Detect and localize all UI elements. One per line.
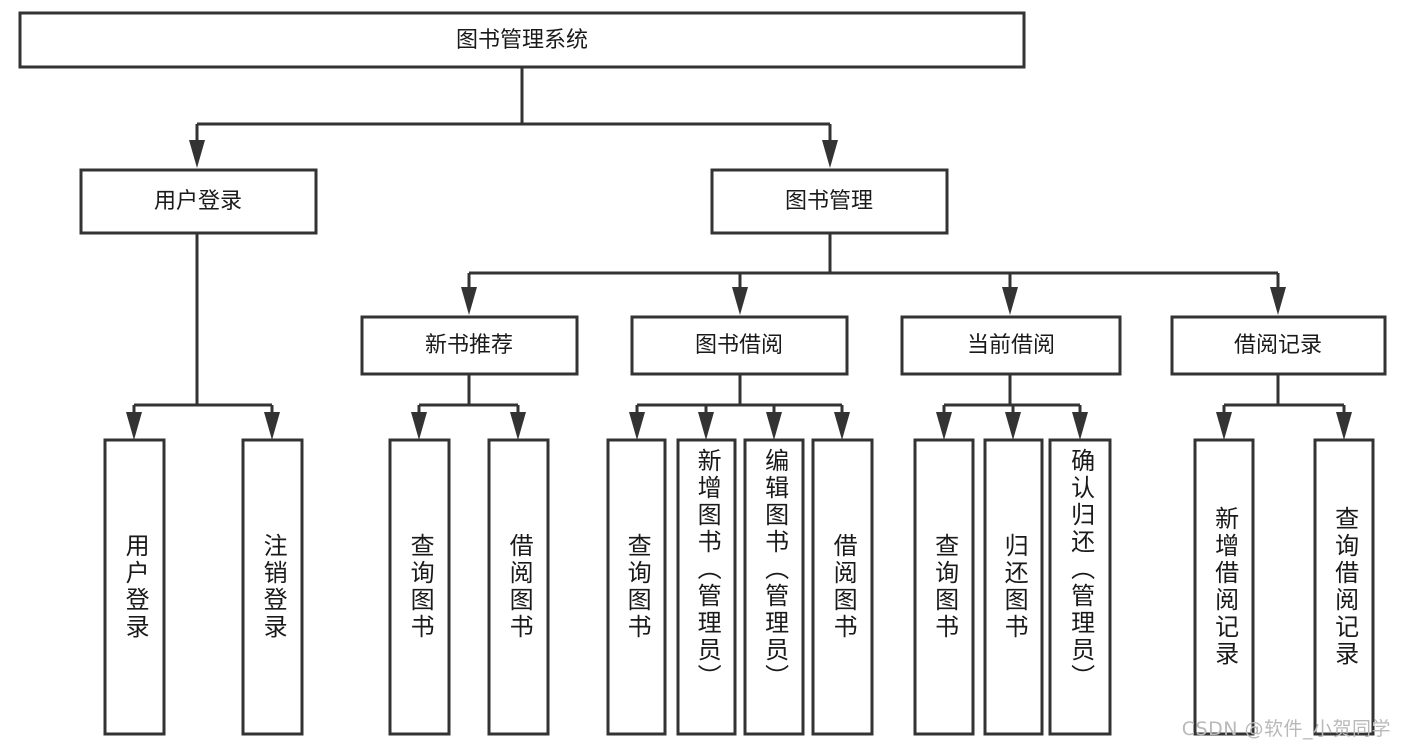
arrow-bb-l2-icon [698, 412, 714, 440]
node-book-manage-box[interactable] [710, 168, 949, 235]
leaf-boxes [103, 438, 1375, 736]
arrow-user-login-l1-icon [126, 412, 142, 440]
leaf-box-borrow-book-2[interactable] [811, 438, 874, 736]
node-root-box[interactable] [18, 11, 1026, 69]
connector-group-current-borrow [936, 374, 1088, 440]
connector-group-book-manage [461, 233, 1286, 315]
node-new-book-rec[interactable]: 新书推荐 [360, 315, 579, 376]
arrow-nbr-l2-icon [510, 412, 526, 440]
node-borrow-record[interactable]: 借阅记录 [1170, 315, 1387, 376]
node-current-borrow[interactable]: 当前借阅 [900, 315, 1122, 376]
leaf-box-add-record[interactable] [1193, 438, 1255, 736]
leaf-box-query-record[interactable] [1313, 438, 1375, 736]
arrow-bm-to-record-icon [1270, 287, 1286, 315]
leaf-box-add-book[interactable] [676, 438, 737, 736]
arrow-cb-l3-icon [1072, 412, 1088, 440]
node-current-borrow-label: 当前借阅 [967, 333, 1055, 358]
node-book-manage[interactable]: 图书管理 [710, 168, 949, 235]
arrow-bm-to-current-icon [1002, 287, 1018, 315]
leaf-box-borrow-book-1[interactable] [487, 438, 550, 736]
leaf-box-user-logout[interactable] [241, 438, 304, 736]
node-root-label: 图书管理系统 [456, 28, 588, 53]
arrow-bm-to-new-book-icon [461, 287, 477, 315]
leaf-box-query-book-3[interactable] [913, 438, 975, 736]
leaf-box-edit-book[interactable] [743, 438, 805, 736]
connector-group-borrow-record [1216, 374, 1352, 440]
arrow-user-login-l2-icon [264, 412, 280, 440]
node-user-login-box[interactable] [79, 168, 318, 235]
leaf-box-query-book-1[interactable] [388, 438, 451, 736]
node-borrow-record-box[interactable] [1170, 315, 1387, 376]
arrow-root-to-book-manage-icon [822, 140, 838, 168]
node-user-login[interactable]: 用户登录 [79, 168, 318, 235]
node-user-login-label: 用户登录 [154, 189, 242, 214]
node-book-borrow-label: 图书借阅 [695, 333, 783, 358]
connector-group-book-borrow [629, 374, 850, 440]
leaf-box-confirm-return[interactable] [1048, 438, 1112, 736]
node-root[interactable]: 图书管理系统 [18, 11, 1026, 69]
node-new-book-rec-box[interactable] [360, 315, 579, 376]
connector-group-new-book-rec [411, 374, 526, 440]
arrow-br-l2-icon [1336, 412, 1352, 440]
node-book-manage-label: 图书管理 [785, 189, 873, 214]
leaf-box-user-login[interactable] [103, 438, 166, 736]
node-book-borrow-box[interactable] [630, 315, 849, 376]
arrow-nbr-l1-icon [411, 412, 427, 440]
arrow-root-to-user-login-icon [189, 140, 205, 168]
arrow-bb-l3-icon [766, 412, 782, 440]
arrow-bm-to-borrow-icon [732, 287, 748, 315]
connector-group-user-login [126, 233, 280, 440]
node-borrow-record-label: 借阅记录 [1234, 333, 1322, 358]
arrow-cb-l1-icon [936, 412, 952, 440]
arrow-bb-l1-icon [629, 412, 645, 440]
leaf-box-return-book[interactable] [983, 438, 1044, 736]
node-current-borrow-box[interactable] [900, 315, 1122, 376]
leaf-box-query-book-2[interactable] [606, 438, 667, 736]
arrow-br-l1-icon [1216, 412, 1232, 440]
connector-group-root [189, 67, 838, 168]
node-book-borrow[interactable]: 图书借阅 [630, 315, 849, 376]
node-new-book-rec-label: 新书推荐 [425, 333, 513, 358]
arrow-bb-l4-icon [834, 412, 850, 440]
arrow-cb-l2-icon [1005, 412, 1021, 440]
